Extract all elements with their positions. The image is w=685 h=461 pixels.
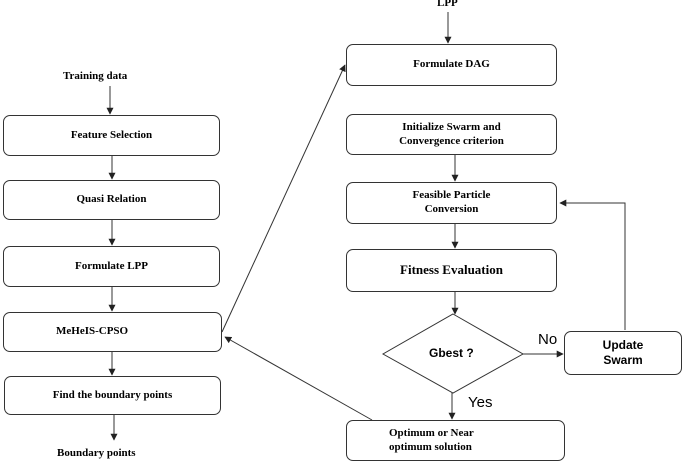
feature-selection-text: Feature Selection xyxy=(70,128,153,141)
gbest-decision-text: Gbest ? xyxy=(429,346,474,360)
feasible-particle-text-line2: Conversion xyxy=(424,203,479,215)
update-swarm-text-line2: Swarm xyxy=(603,353,643,367)
update-swarm-box: Update Swarm xyxy=(564,331,682,375)
fitness-evaluation-box: Fitness Evaluation xyxy=(346,249,557,292)
arrow-optimum-to-mehels xyxy=(224,336,373,421)
feature-selection-box: Feature Selection xyxy=(3,115,220,156)
fitness-evaluation-text: Fitness Evaluation xyxy=(400,262,503,278)
mehels-cpso-box: MeHeIS-CPSO xyxy=(3,312,222,352)
update-swarm-text-line1: Update xyxy=(602,338,644,352)
feasible-particle-text-line1: Feasible Particle xyxy=(412,189,491,202)
formulate-dag-text: Formulate DAG xyxy=(413,58,490,71)
training-data-label: Training data xyxy=(63,70,128,82)
mehels-cpso-text: MeHeIS-CPSO xyxy=(56,325,129,338)
lpp-input-label: LPP xyxy=(437,0,458,9)
initialize-swarm-text-line2: Convergence criterion xyxy=(399,134,504,147)
find-boundary-text: Find the boundary points xyxy=(52,388,173,401)
quasi-relation-box: Quasi Relation xyxy=(3,180,220,220)
formulate-lpp-box: Formulate LPP xyxy=(3,246,220,287)
find-boundary-box: Find the boundary points xyxy=(4,376,221,415)
optimum-solution-text-line2: optimum solution xyxy=(389,440,472,453)
optimum-solution-text-line1: Optimum or Near xyxy=(389,426,474,439)
arrow-update-loop-to-feasible xyxy=(559,199,626,330)
yes-branch-label: Yes xyxy=(468,394,493,411)
boundary-points-label: Boundary points xyxy=(57,447,136,459)
initialize-swarm-box: Initialize Swarm and Convergence criteri… xyxy=(346,114,557,155)
quasi-relation-text: Quasi Relation xyxy=(76,193,147,206)
formulate-lpp-text: Formulate LPP xyxy=(74,259,148,272)
initialize-swarm-text-line1: Initialize Swarm and xyxy=(402,120,501,133)
formulate-dag-box: Formulate DAG xyxy=(346,44,557,86)
decision-diamond xyxy=(381,313,525,394)
feasible-particle-box: Feasible Particle Conversion xyxy=(346,182,557,224)
no-branch-label: No xyxy=(538,331,558,348)
optimum-solution-box: Optimum or Near optimum solution xyxy=(346,420,565,461)
arrow-mehels-to-dag xyxy=(221,64,346,333)
